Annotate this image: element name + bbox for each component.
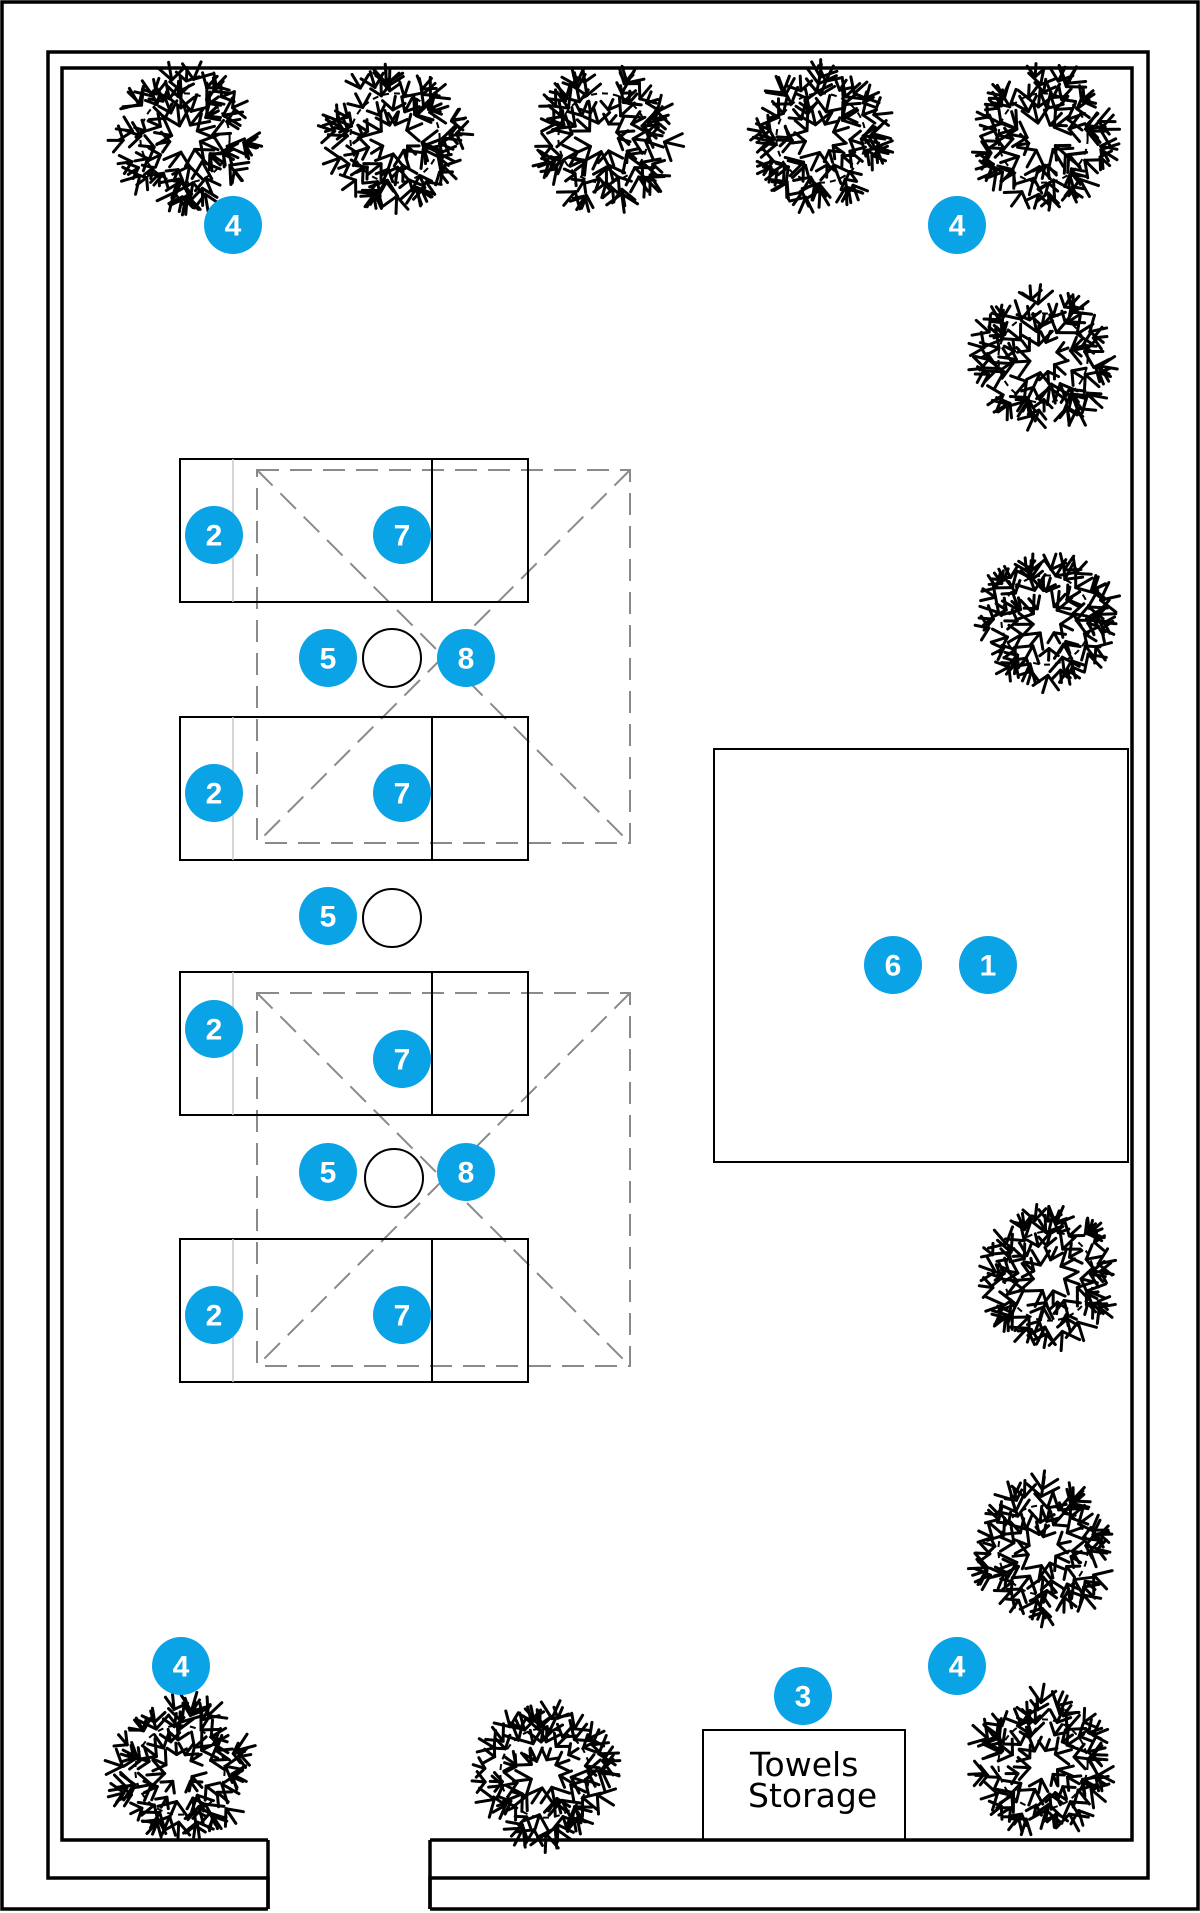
marker-circle [373,1030,431,1088]
marker-circle [437,1143,495,1201]
marker-circle [299,629,357,687]
marker-label: 1 [980,950,997,983]
marker-4: 4 [204,196,262,254]
marker-4: 4 [152,1637,210,1695]
marker-circle [299,1143,357,1201]
marker-circle [864,936,922,994]
marker-circle [437,629,495,687]
marker-5: 5 [299,887,357,945]
shrub-icon [470,1699,622,1854]
marker-3: 3 [774,1667,832,1725]
outer-wall [46,50,1150,1909]
shrubs-layer [103,58,1122,1854]
shrub-icon [746,58,895,214]
marker-label: 2 [206,520,223,553]
pool-area [713,748,1129,1163]
side-table [362,628,422,688]
shrub-icon [967,283,1119,432]
sun-lounger [179,458,529,603]
marker-circle [185,1286,243,1344]
marker-2: 2 [185,1286,243,1344]
marker-1: 1 [959,936,1017,994]
marker-circle [204,196,262,254]
marker-circle [299,887,357,945]
shrub-icon [970,62,1122,212]
marker-label: 2 [206,1014,223,1047]
shrub-icon [967,1682,1116,1837]
shrub-icon [966,1469,1114,1629]
marker-label: 8 [458,1157,475,1190]
marker-2: 2 [185,506,243,564]
inner-wall [60,66,1134,1842]
shrub-icon [977,1203,1118,1353]
umbrella-canopy-lower [256,992,631,1367]
marker-circle [928,196,986,254]
towel-storage-label-line2: Storage [748,1776,877,1815]
marker-circle [373,506,431,564]
marker-label: 4 [949,210,966,243]
umbrella-canopy-upper [256,469,631,844]
shrub-icon [106,60,264,217]
marker-label: 2 [206,778,223,811]
marker-label: 5 [320,1157,337,1190]
marker-2: 2 [185,764,243,822]
marker-label: 4 [225,210,242,243]
marker-circle [185,764,243,822]
marker-label: 4 [173,1651,190,1684]
towel-storage: Towels Storage [702,1729,906,1841]
marker-label: 3 [795,1681,812,1714]
marker-label: 7 [394,1300,411,1333]
marker-label: 7 [394,778,411,811]
shrub-icon [973,552,1122,695]
marker-5: 5 [299,629,357,687]
shrub-icon [316,62,475,215]
marker-7: 7 [373,764,431,822]
shrub-icon [103,1690,257,1841]
marker-circle [959,936,1017,994]
marker-label: 6 [885,950,902,983]
marker-7: 7 [373,506,431,564]
marker-7: 7 [373,1286,431,1344]
marker-label: 8 [458,643,475,676]
marker-circle [152,1637,210,1695]
markers-layer: 4 4 2 7 5 8 2 7 5 2 7 5 8 2 7 6 1 4 3 4 [152,196,1017,1725]
marker-label: 4 [949,1651,966,1684]
marker-circle [373,764,431,822]
marker-circle [928,1637,986,1695]
side-table [362,888,422,948]
shrub-icon [531,64,686,214]
marker-8: 8 [437,1143,495,1201]
marker-circle [373,1286,431,1344]
marker-label: 2 [206,1300,223,1333]
marker-4: 4 [928,1637,986,1695]
sun-lounger [179,971,529,1116]
marker-6: 6 [864,936,922,994]
side-table [364,1148,424,1208]
marker-4: 4 [928,196,986,254]
marker-circle [185,506,243,564]
marker-label: 7 [394,520,411,553]
marker-label: 7 [394,1044,411,1077]
towel-storage-label-line1: Towels [749,1745,858,1784]
marker-2: 2 [185,1000,243,1058]
marker-label: 5 [320,901,337,934]
marker-5: 5 [299,1143,357,1201]
marker-circle [185,1000,243,1058]
marker-label: 5 [320,643,337,676]
marker-7: 7 [373,1030,431,1088]
marker-8: 8 [437,629,495,687]
marker-circle [774,1667,832,1725]
